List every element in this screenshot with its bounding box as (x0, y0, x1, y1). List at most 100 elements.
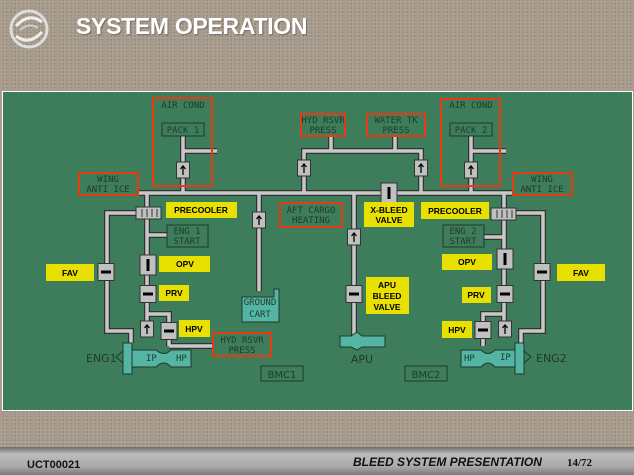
right-air-cond-label: AIR COND (449, 101, 492, 111)
water-check-valve-icon (413, 159, 429, 177)
right-prv-valve-icon[interactable] (496, 285, 514, 303)
bmc2-box (404, 365, 448, 382)
pack-2-box (449, 122, 493, 137)
right-wai-line1: WING (531, 175, 553, 185)
x-bleed-valve-tag (364, 202, 414, 227)
right-ip-check-valve-icon (497, 320, 513, 338)
ground-cart-shape (241, 288, 280, 323)
right-precooler-tag (421, 202, 489, 219)
eng2-start-line1: ENG 2 (449, 227, 476, 237)
apu-shape (339, 331, 386, 351)
bmc1-label: BMC1 (268, 370, 297, 381)
water-tank-line1: WATER TK (374, 116, 418, 126)
eng1-ip-label: IP (146, 354, 157, 364)
right-opv-label: OPV (458, 257, 476, 267)
hyd-rsvr-press-top-callout (300, 113, 346, 137)
right-precooler-icon (490, 207, 517, 221)
left-precooler-label: PRECOOLER (174, 205, 228, 215)
left-prv-tag (159, 285, 189, 301)
apu-bleed-valve-icon[interactable] (345, 285, 363, 303)
right-hpv-tag (442, 321, 472, 338)
eng1-start-line2: START (173, 237, 201, 247)
apu-bleed-label-line1: APU (378, 280, 396, 290)
water-tank-line2: PRESS (382, 126, 409, 136)
aft-cargo-line1: AFT CARGO (287, 206, 336, 216)
apu-check-valve-icon (346, 228, 362, 246)
left-ip-check-valve-icon (139, 320, 155, 338)
right-prv-tag (462, 287, 491, 303)
left-hpv-tag (179, 320, 210, 337)
hyd-rsvr-low-line2: PRESS (228, 346, 255, 356)
left-wai-line2: ANTI ICE (86, 185, 129, 195)
right-prv-label: PRV (467, 290, 485, 300)
left-precooler-tag (166, 202, 237, 218)
pipes (93, 136, 561, 349)
ground-cart-check-valve-icon (251, 211, 267, 229)
eng2-start-line2: START (449, 237, 477, 247)
engine-2-shape (460, 342, 532, 375)
apu-bleed-valve-tag (366, 277, 409, 314)
left-fav-tag (46, 264, 94, 281)
document-code: UCT00021 (27, 459, 81, 471)
right-fav-valve-icon[interactable] (533, 263, 551, 281)
right-hpv-label: HPV (448, 325, 466, 335)
left-precooler-icon (135, 206, 162, 220)
eng2-hp-label: HP (464, 354, 475, 364)
hyd-rsvr-low-line1: HYD RSVR (220, 336, 264, 346)
left-hpv-valve-icon[interactable] (160, 322, 178, 340)
left-air-cond-label: AIR COND (161, 101, 204, 111)
hyd-check-valve-icon (296, 159, 312, 177)
pack1-check-valve-icon (175, 161, 191, 179)
eng1-hp-label: HP (176, 354, 187, 364)
page-number: 14/72 (567, 457, 593, 469)
presentation-title: BLEED SYSTEM PRESENTATION (353, 455, 542, 469)
left-prv-valve-icon[interactable] (139, 285, 157, 303)
eng1-start-line1: ENG 1 (173, 227, 200, 237)
apu-label: APU (351, 353, 373, 366)
left-wing-anti-ice-callout (78, 172, 139, 196)
left-hpv-label: HPV (185, 324, 203, 334)
pack-2-label: PACK 2 (455, 126, 488, 136)
aft-cargo-line2: HEATING (292, 216, 330, 226)
x-bleed-label-line2: VALVE (375, 215, 402, 225)
apu-bleed-label-line2: BLEED (373, 291, 402, 301)
hyd-rsvr-top-line2: PRESS (309, 126, 336, 136)
right-precooler-label: PRECOOLER (428, 206, 482, 216)
ground-cart-line1: GROUND (244, 298, 277, 308)
right-opv-valve-icon[interactable] (496, 248, 514, 270)
water-tank-press-callout (366, 113, 426, 137)
right-opv-tag (442, 254, 492, 270)
left-opv-label: OPV (176, 259, 194, 269)
x-bleed-valve-icon[interactable] (380, 182, 398, 204)
left-opv-valve-icon[interactable] (139, 254, 157, 276)
engine-1-shape (115, 342, 192, 375)
bleed-diagram-panel: PACK 1 AIR COND PACK 2 AIR COND HYD RSVR… (2, 91, 633, 411)
left-fav-label: FAV (62, 268, 78, 278)
page-title: SYSTEM OPERATION (76, 13, 308, 39)
bmc1-box (260, 365, 304, 382)
eng1-start-box (166, 224, 209, 248)
left-prv-label: PRV (165, 288, 183, 298)
ground-cart-line2: CART (249, 310, 271, 320)
eng2-start-box (442, 224, 485, 248)
right-wai-line2: ANTI ICE (520, 185, 563, 195)
eng2-label: ENG2 (536, 352, 567, 365)
left-wai-line1: WING (97, 175, 119, 185)
pack-1-label: PACK 1 (167, 126, 200, 136)
hyd-rsvr-top-line1: HYD RSVR (301, 116, 345, 126)
aft-cargo-heating-callout (279, 202, 343, 228)
footer-bar: UCT00021 BLEED SYSTEM PRESENTATION 14/72 (0, 447, 634, 475)
x-bleed-label-line1: X-BLEED (370, 205, 407, 215)
right-fav-tag (557, 264, 605, 281)
hyd-rsvr-press-low-callout (212, 332, 272, 357)
right-fav-label: FAV (573, 268, 589, 278)
right-air-cond-callout (440, 98, 501, 187)
eng2-ip-label: IP (500, 353, 511, 363)
left-opv-tag (159, 256, 210, 272)
left-air-cond-callout (152, 97, 213, 187)
bmc2-label: BMC2 (412, 370, 441, 381)
left-fav-valve-icon[interactable] (97, 263, 115, 281)
company-logo (9, 9, 49, 49)
eng1-label: ENG1 (86, 352, 117, 365)
right-hpv-valve-icon[interactable] (474, 321, 492, 339)
